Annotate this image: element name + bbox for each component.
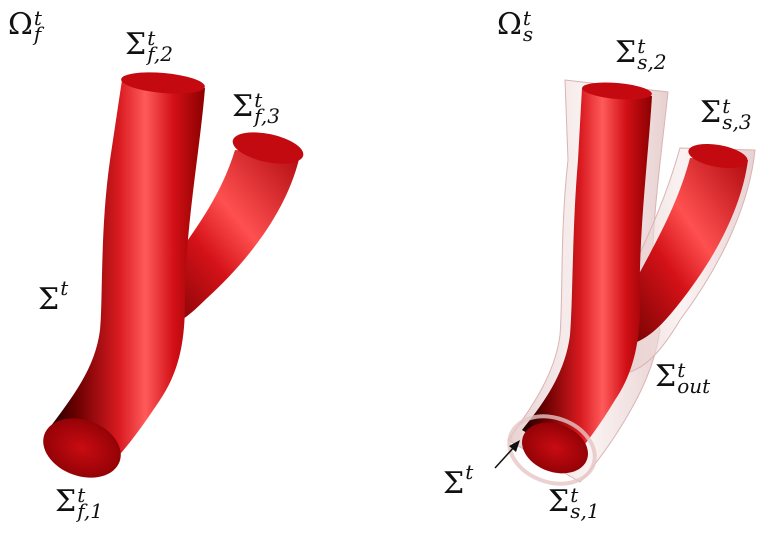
right-vessel: [507, 79, 756, 486]
right-interface-label: Σt: [443, 460, 474, 501]
right-vessel-branch: [620, 158, 748, 345]
left-vessel-branch-cap: [232, 132, 304, 164]
left-interface-label: Σt: [38, 276, 69, 317]
left-vessel: [43, 72, 304, 478]
right-vessel-trunk: [522, 88, 652, 460]
left-vessel-top-cap: [121, 72, 205, 94]
right-vessel-branch-cap: [688, 143, 748, 169]
interface-arrow: [494, 440, 520, 469]
right-vessel-inlet-wall-ring: [507, 414, 597, 486]
left-vessel-branch: [150, 150, 300, 330]
left-vessel-inlet-cap: [43, 418, 121, 478]
right-vessel-inlet-cap: [522, 422, 588, 474]
left-vessel-trunk: [48, 80, 205, 465]
right-vessel-top-cap: [582, 82, 652, 100]
